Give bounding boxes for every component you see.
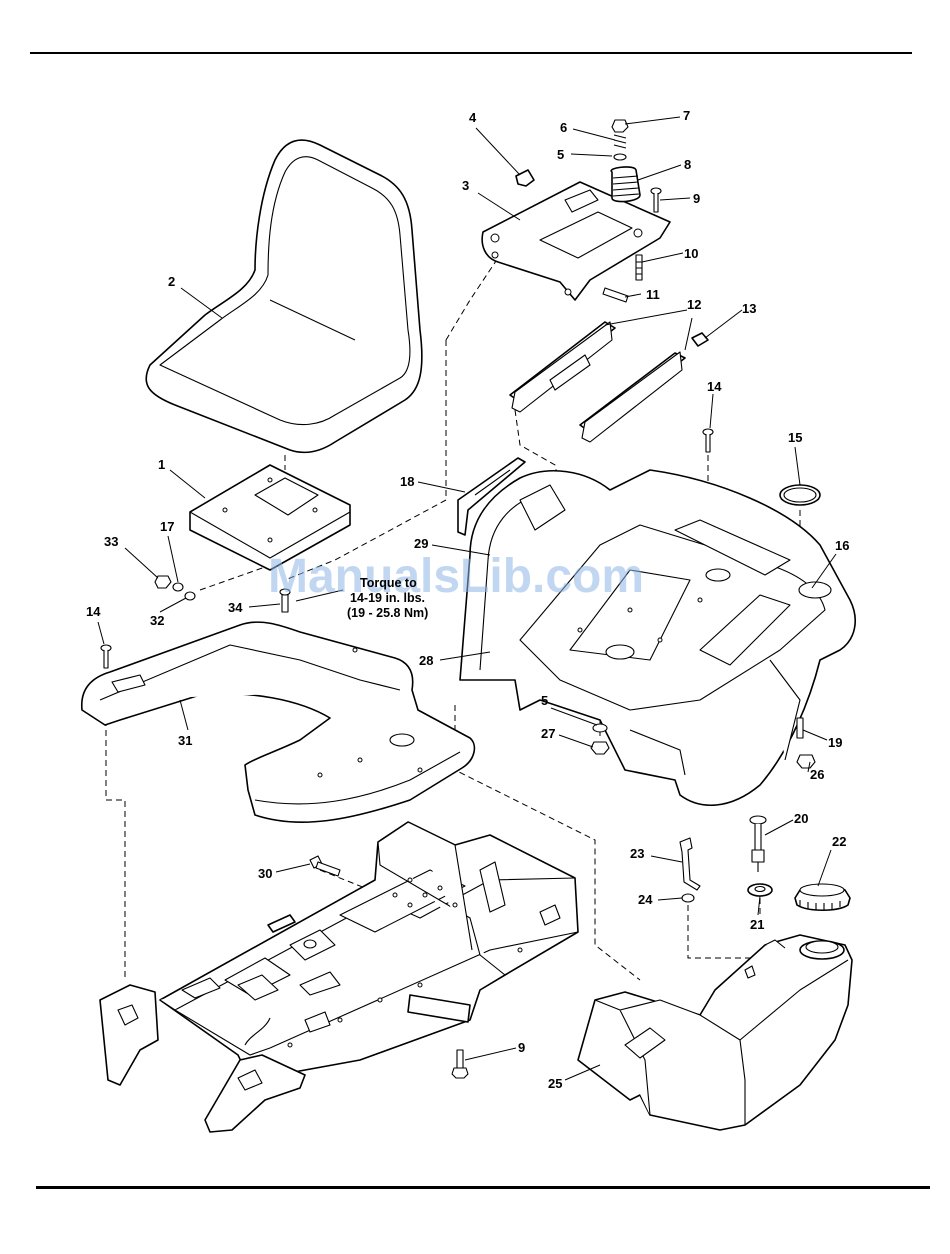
clip-part-13 [692,333,708,346]
bolt-part-30 [310,856,340,876]
fender-part-28 [460,470,855,805]
callout-9-bottom: 9 [518,1040,525,1055]
callout-2: 2 [168,274,175,289]
callout-28: 28 [419,653,433,668]
chassis-frame [100,822,578,1132]
hardware-parts-33-17-32 [155,576,195,600]
callout-32: 32 [150,613,164,628]
callout-29: 29 [414,536,428,551]
callout-1: 1 [158,457,165,472]
seat-part [146,140,422,452]
callout-9-top: 9 [693,191,700,206]
callout-24: 24 [638,892,653,907]
torque-note-line2: 14-19 in. lbs. [350,591,425,605]
callout-7: 7 [683,108,690,123]
callout-20: 20 [794,811,808,826]
bolt-part-14-left [101,645,111,668]
bolt-part-9-top [651,188,661,212]
oring-part-15 [780,485,820,505]
callout-19: 19 [828,735,842,750]
bolt-part-14-right [703,429,713,452]
watermark: ManualsLib.com [268,550,644,603]
callout-6: 6 [560,120,567,135]
torque-note-line3: (19 - 25.8 Nm) [347,606,428,620]
callout-15: 15 [788,430,802,445]
seat-bracket-part [482,182,670,300]
seat-rails-part [510,322,685,442]
callout-11: 11 [646,287,660,302]
callout-26: 26 [810,767,824,782]
callout-17: 17 [160,519,174,534]
callout-18: 18 [400,474,414,489]
callout-14-right: 14 [707,379,722,394]
callout-33: 33 [104,534,118,549]
nut-part-27 [591,742,609,754]
callout-4: 4 [469,110,477,125]
torque-note: Torque to 14-19 in. lbs. (19 - 25.8 Nm) [347,576,428,620]
callout-5-lower: 5 [541,693,548,708]
callout-21: 21 [750,917,764,932]
screw-part-19 [797,718,803,738]
bolt-part-10 [636,255,642,280]
callout-31: 31 [178,733,192,748]
fitting-part-24 [682,894,694,902]
grommet-part-21 [748,884,772,896]
callout-13: 13 [742,301,756,316]
callout-8: 8 [684,157,691,172]
bolt-part-11 [603,288,628,302]
callout-34: 34 [228,600,243,615]
fuel-tank-part-25 [578,935,852,1130]
clip-part-4 [516,170,534,186]
callout-25: 25 [548,1076,562,1091]
fuel-cap-part-22 [795,884,850,910]
spring-stack-parts [611,120,640,202]
callout-5-top: 5 [557,147,564,162]
fuel-gauge-part-20 [750,816,766,872]
callout-12: 12 [687,297,701,312]
washer-part-5-lower [593,724,607,732]
fuel-line-part-23 [680,838,700,890]
callout-3: 3 [462,178,469,193]
bolt-part-9-bottom [452,1050,468,1078]
footrest-part-31 [82,622,475,822]
callout-27: 27 [541,726,555,741]
callout-14-left: 14 [86,604,101,619]
callout-22: 22 [832,834,846,849]
callout-16: 16 [835,538,849,553]
callout-10: 10 [684,246,698,261]
callout-30: 30 [258,866,272,881]
torque-note-line1: Torque to [360,576,417,590]
callout-23: 23 [630,846,644,861]
